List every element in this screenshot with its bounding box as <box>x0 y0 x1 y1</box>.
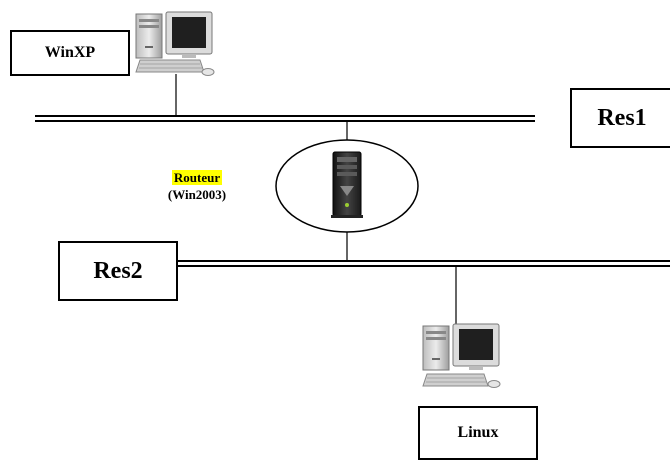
winxp-label: WinXP <box>10 30 130 76</box>
router-label: Routeur (Win2003) <box>142 169 252 203</box>
router-name: Routeur <box>171 170 223 185</box>
router-os: (Win2003) <box>167 187 227 202</box>
res1-bus <box>35 115 535 122</box>
res1-label: Res1 <box>570 88 670 148</box>
res2-bus <box>178 260 670 267</box>
tower-server-icon <box>331 151 363 218</box>
desktop-computer-icon <box>422 323 501 388</box>
res2-label: Res2 <box>58 241 178 301</box>
desktop-computer-icon <box>135 11 215 76</box>
